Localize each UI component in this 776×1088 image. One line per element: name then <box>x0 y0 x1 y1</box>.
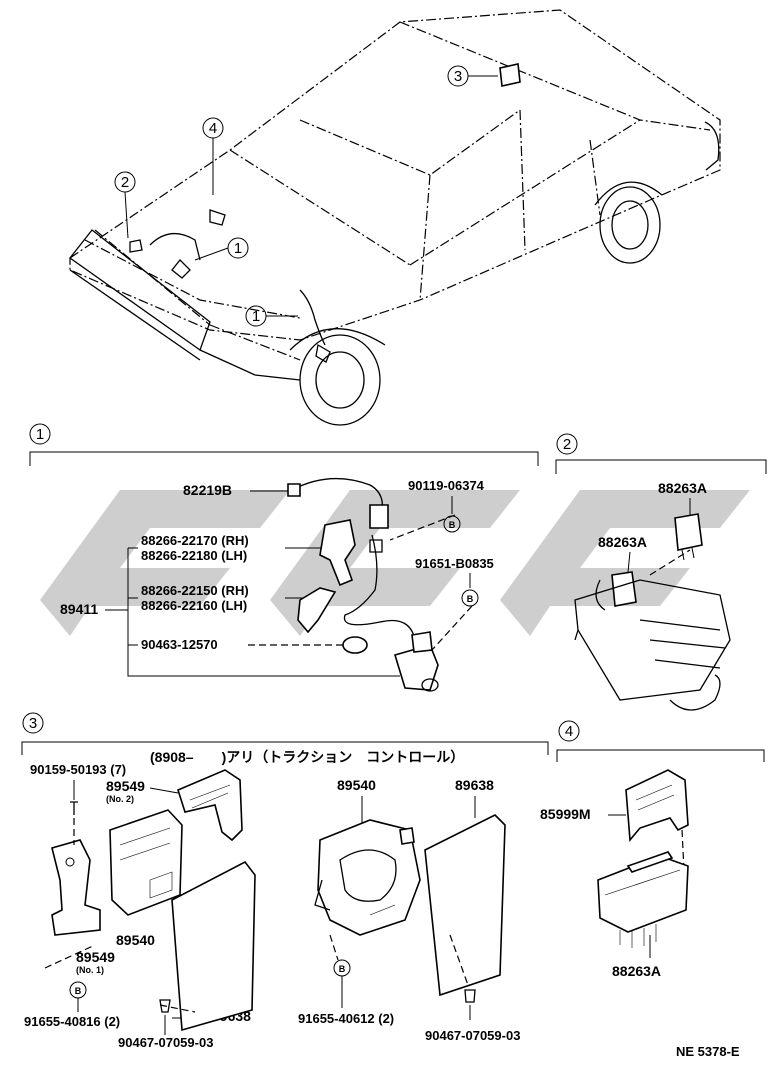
section-1-parts <box>287 477 473 692</box>
traction-control-note: (8908– )アリ（トラクション コントロール） <box>150 749 464 765</box>
svg-text:2: 2 <box>121 174 129 191</box>
car-callout-3: 3 <box>447 65 498 87</box>
car-callout-1b: 1 <box>245 305 298 327</box>
svg-text:B: B <box>449 520 456 530</box>
label-91651: 91651-B0835 <box>415 556 494 571</box>
section-4-header: 4 <box>556 720 765 762</box>
section-2-header: 2 <box>555 433 767 474</box>
label-90159: 90159-50193 (7) <box>30 762 126 777</box>
label-89549-no1: 89549 <box>76 949 115 965</box>
label-91655-left: 91655-40816 (2) <box>24 1014 120 1029</box>
label-89549-no2: 89549 <box>106 778 145 794</box>
section-1-labels: 82219B 90119-06374 B 88266-22170 (RH) 88… <box>60 478 494 677</box>
svg-text:4: 4 <box>209 120 217 137</box>
label-89540-left: 89540 <box>116 932 155 948</box>
label-89411: 89411 <box>60 601 98 617</box>
label-88263a-upper: 88263A <box>658 480 707 496</box>
svg-text:B: B <box>339 964 346 974</box>
section-3-header: 3 (8908– )アリ（トラクション コントロール） <box>21 712 549 765</box>
label-85999m: 85999M <box>540 806 591 822</box>
label-88266-22180: 88266-22180 (LH) <box>141 548 247 563</box>
svg-text:2: 2 <box>563 436 571 453</box>
svg-text:B: B <box>75 986 82 996</box>
car-illustration <box>69 9 721 426</box>
watermark-logo <box>40 490 750 636</box>
label-89638-right: 89638 <box>455 777 494 793</box>
bolt-symbol <box>461 589 479 607</box>
label-82219b: 82219B <box>183 482 232 498</box>
car-callout-4: 4 <box>202 117 224 195</box>
label-90463: 90463-12570 <box>141 637 218 652</box>
svg-text:3: 3 <box>29 715 37 732</box>
label-88266-22170: 88266-22170 (RH) <box>141 533 249 548</box>
section-2-labels: 88263A 88263A <box>598 480 707 573</box>
svg-text:4: 4 <box>565 723 573 740</box>
label-90467-right: 90467-07059-03 <box>425 1028 520 1043</box>
label-91655-center: 91655-40612 (2) <box>298 1011 394 1026</box>
section-1-header: 1 <box>29 423 539 466</box>
svg-text:1: 1 <box>252 308 260 325</box>
label-88263a-section4: 88263A <box>612 963 661 979</box>
label-90467-left: 90467-07059-03 <box>118 1035 213 1050</box>
label-88266-22150: 88266-22150 (RH) <box>141 583 249 598</box>
section-4-labels: 85999M 88263A <box>540 806 661 979</box>
label-88263a-lower: 88263A <box>598 534 647 550</box>
svg-text:B: B <box>467 594 474 604</box>
label-89540-center: 89540 <box>337 777 376 793</box>
car-callout-1a: 1 <box>194 237 249 261</box>
section-3-parts <box>44 769 506 1032</box>
svg-text:1: 1 <box>234 240 242 257</box>
svg-text:1: 1 <box>36 426 44 443</box>
label-88266-22160: 88266-22160 (LH) <box>141 598 247 613</box>
section-4-parts <box>597 769 689 948</box>
label-90119: 90119-06374 <box>408 478 485 493</box>
section-2-parts <box>574 513 731 711</box>
section-3-labels: 90159-50193 (7) 89549 (No. 2) 89540 8954… <box>24 762 520 1050</box>
svg-text:(No. 2): (No. 2) <box>106 794 134 804</box>
svg-text:3: 3 <box>454 68 462 85</box>
svg-text:(No. 1): (No. 1) <box>76 965 104 975</box>
diagram-id: NE 5378-E <box>676 1044 740 1059</box>
car-callout-2: 2 <box>114 171 136 239</box>
